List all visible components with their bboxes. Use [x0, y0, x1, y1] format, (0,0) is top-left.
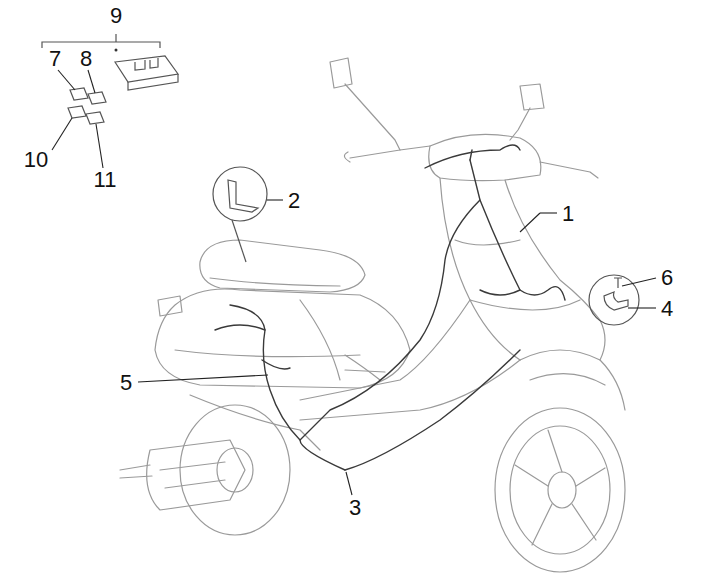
callout-number: 6	[659, 266, 675, 290]
callout-number: 4	[659, 297, 675, 321]
callout-number: 10	[22, 148, 50, 172]
callout-number: 7	[47, 47, 63, 71]
callout-number: 1	[560, 202, 576, 226]
callout-number: 3	[347, 496, 363, 520]
callout-number: 11	[92, 168, 119, 192]
callout-number: 5	[118, 371, 134, 395]
callout-number: 2	[286, 189, 302, 213]
callout-number: 8	[78, 47, 94, 71]
callout-number: 9	[108, 4, 124, 28]
